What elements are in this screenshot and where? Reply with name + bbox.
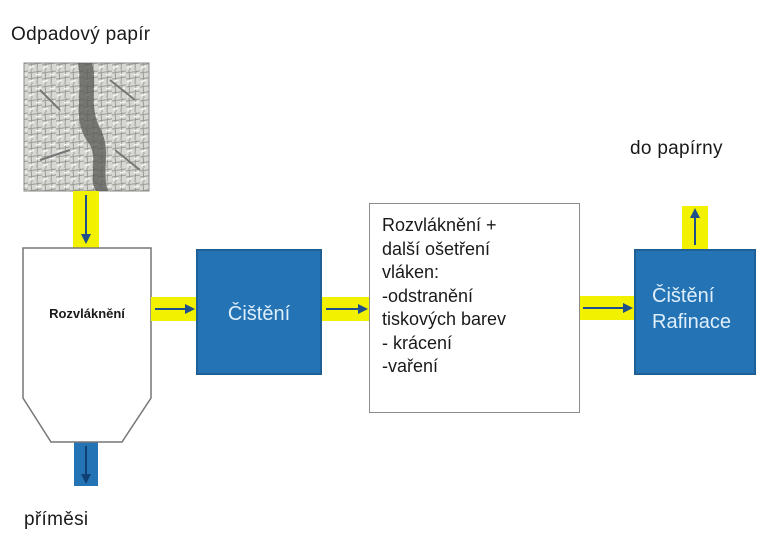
pulper-node: Rozvláknění bbox=[23, 248, 151, 378]
pipe-pulper-to-cleaning bbox=[151, 297, 197, 321]
treatment-line: - krácení bbox=[382, 332, 453, 353]
refining-node: Čištění Rafinace bbox=[634, 249, 756, 375]
pulper-vessel bbox=[22, 247, 152, 443]
to-mill-label: do papírny bbox=[630, 138, 723, 159]
treatment-line: tiskových barev bbox=[382, 309, 507, 329]
refining-line: Čištění bbox=[652, 285, 715, 307]
pipe-to-paper-mill bbox=[682, 206, 708, 249]
treatment-line: Rozvláknění + bbox=[382, 215, 497, 235]
pipe-treatment-to-refining bbox=[579, 296, 635, 320]
pulper-label: Rozvláknění bbox=[49, 306, 125, 321]
treatment-line: další ošetření bbox=[382, 238, 491, 259]
treatment-node: Rozvláknění + další ošetření vláken: -od… bbox=[369, 203, 580, 413]
treatment-line: vláken: bbox=[382, 262, 440, 282]
pipe-paper-to-pulper bbox=[73, 191, 99, 248]
treatment-line: -vaření bbox=[382, 356, 439, 376]
cleaning-label: Čištění bbox=[227, 303, 291, 325]
outlet-pipe bbox=[74, 440, 98, 486]
admixtures-label: příměsi bbox=[24, 509, 89, 530]
pipe-cleaning-to-treatment bbox=[322, 297, 370, 321]
refining-line: Rafinace bbox=[652, 311, 731, 333]
waste-paper-label: Odpadový papír bbox=[11, 24, 151, 45]
cleaning-node: Čištění bbox=[196, 249, 322, 375]
waste-paper-image bbox=[23, 62, 150, 192]
treatment-line: -odstranění bbox=[382, 285, 474, 306]
